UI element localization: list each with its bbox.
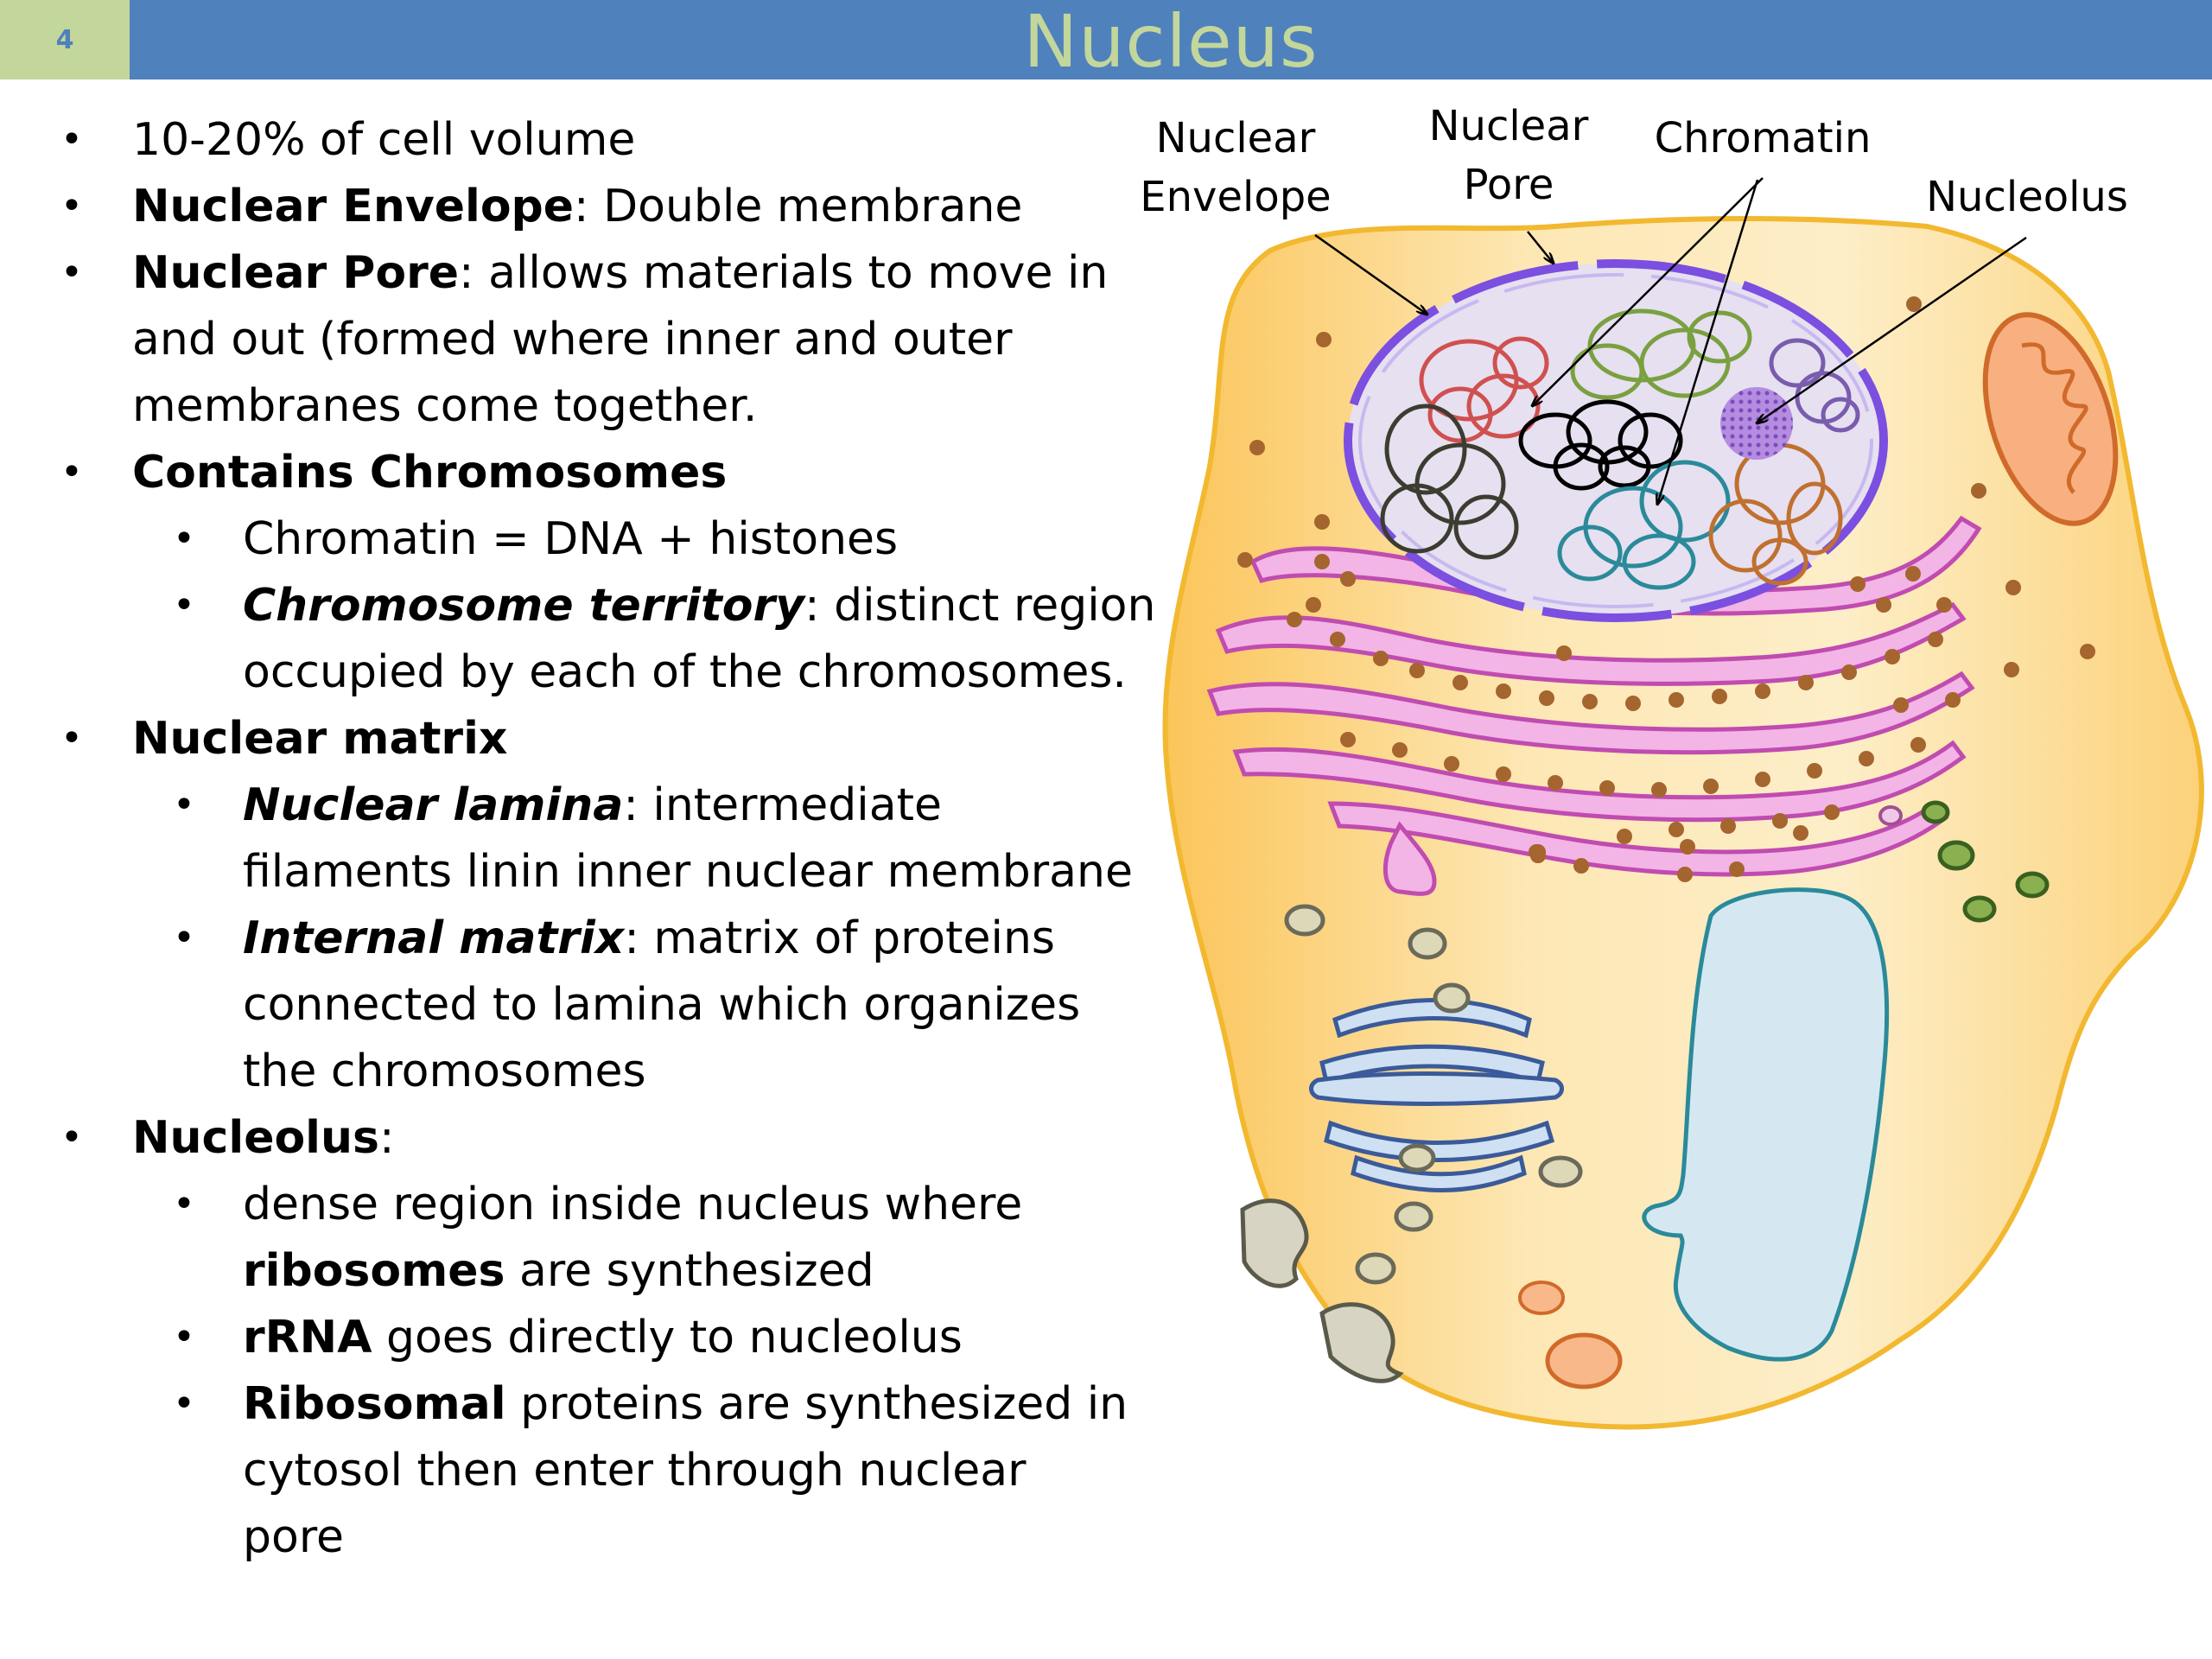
bullet-dot: • [60,1116,83,1160]
list-item-continuation: membranes come together. [132,380,758,432]
label-nuclear-pore-line2: Pore [1464,161,1554,209]
endoplasmic-reticulum [1206,515,1982,896]
sub-list-item-continuation: connected to lamina which organizes [243,979,1081,1031]
chromatin-teal [1557,460,1731,590]
sub-list-item-continuation: the chromosomes [243,1046,646,1097]
sub-bullet-dot: • [173,517,195,561]
label-chromatin: Chromatin [1655,114,1872,162]
list-item: Contains Chromosomes [132,447,728,499]
cytoskeleton-region [1240,1198,1404,1383]
label-nuclear-pore-line1: Nuclear [1429,102,1589,150]
title-bar [0,0,2212,79]
sub-bullet-dot: • [173,583,195,627]
sub-list-item-continuation: occupied by each of the chromosomes. [243,646,1127,698]
nucleoplasm [1348,264,1884,618]
bullet-dot: • [60,716,83,760]
sub-bullet-dot: • [173,783,195,827]
sub-bullet-dot: • [173,1315,195,1359]
list-item: 10-20% of cell volume [132,114,636,166]
sub-list-item-continuation: cytosol then enter through nuclear [243,1445,1027,1497]
vacuole [1642,887,1890,1362]
sub-list-item: rRNA goes directly to nucleolus [243,1312,963,1363]
sub-list-item-continuation: pore [243,1511,345,1563]
small-vesicle [1878,805,1903,826]
bullet-dot: • [60,251,83,295]
slide-number: 4 [0,0,130,79]
label-nuclear-envelope-line2: Envelope [1140,173,1331,221]
sub-list-item: Internal matrix: matrix of proteins [243,912,1055,964]
golgi-apparatus [1309,998,1564,1192]
list-item: Nuclear Pore: allows materials to move i… [132,247,1109,299]
sub-bullet-dot: • [173,1382,195,1426]
mitochondrion [1982,312,2119,526]
sub-list-item: dense region inside nucleus where [243,1179,1023,1230]
lysosome [1545,1332,1623,1389]
chromosome-territories [1380,308,1860,590]
vesicles [1284,904,1583,1285]
green-vesicles [1921,800,2050,923]
label-nuclear-envelope-line1: Nuclear [1156,114,1316,162]
bullet-dot: • [60,184,83,228]
sub-list-item: Ribosomal proteins are synthesized in [243,1378,1128,1430]
sub-list-item-continuation: filaments linin inner nuclear membrane [243,846,1133,898]
label-nucleolus: Nucleolus [1926,173,2128,221]
list-item: Nucleolus: [132,1112,395,1164]
sub-bullet-dot: • [173,1182,195,1226]
chromatin-orange [1708,442,1843,586]
list-item: Nuclear matrix [132,713,508,765]
orange-vesicle [1518,1281,1565,1315]
label-arrows [1314,177,2027,505]
chromatin-black [1518,399,1683,491]
ribosomes [1237,296,2095,882]
sub-list-item-continuation: ribosomes are synthesized [243,1245,874,1297]
sub-list-item: Chromosome territory: distinct region [243,580,1156,632]
sub-bullet-dot: • [173,916,195,960]
list-item: Nuclear Envelope: Double membrane [132,181,1023,232]
list-item-continuation: and out (formed where inner and outer [132,314,1013,365]
sub-list-item: Chromatin = DNA + histones [243,513,899,565]
chromatin-green [1570,308,1752,400]
bullet-dot: • [60,118,83,162]
slide-title: Nucleus [1023,0,1319,84]
diagram-labels: Nuclear Envelope Nuclear Pore Chromatin … [1140,102,2128,221]
chromatin-purple [1769,338,1860,433]
nuclear-envelope [1344,259,1888,622]
chromatin-dark [1380,404,1519,560]
bullet-dot: • [60,450,83,494]
nucleus [1344,259,1888,622]
sub-list-item: Nuclear lamina: intermediate [243,779,942,831]
